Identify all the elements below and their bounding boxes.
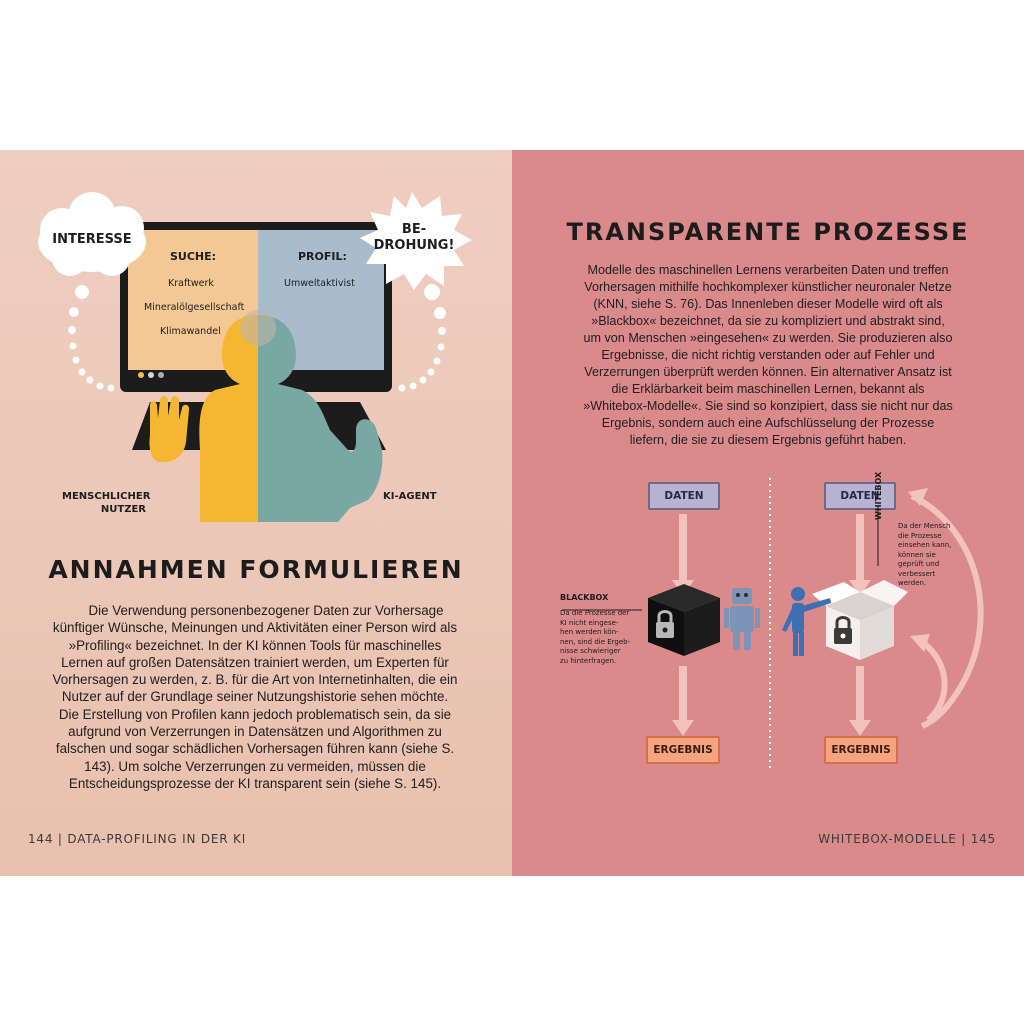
right-body-paragraph: Modelle des maschinellen Lernens verarbe… [583,263,953,447]
thought-cloud-left [38,192,146,276]
label-human-line2: NUTZER [100,504,146,515]
blackbox-whitebox-diagram [562,478,984,770]
arrow-head [849,580,871,596]
blackbox-note-line: hen werden kön- [560,628,619,636]
feedback-arrowhead-inner [910,634,930,652]
screen-profile-heading: PROFIL: [298,250,347,263]
screen-search-heading: SUCHE: [170,250,217,263]
whitebox-flap [860,580,908,606]
whitebox-note-line: einsehen kann, [898,541,952,549]
burst-label-line1: BE- [401,222,427,237]
arrow-head [849,720,871,736]
screen-dot [148,372,154,378]
pointing-person-icon [782,587,831,656]
screen-profile-item: Umweltaktivist [284,278,355,289]
blackbox-note-line: nisse schwieriger [560,647,621,655]
whitebox-note-line: verbessert [898,569,936,578]
human-user-figure [199,315,258,522]
left-page-body: Die Verwendung personenbezogener Daten z… [50,602,460,792]
feedback-arrow-inner [920,639,948,723]
human-hand [149,395,190,462]
ai-agent-figure [258,315,383,522]
threat-burst [360,192,472,290]
lock-icon [834,616,852,644]
whitebox-note: Da der Mensch die Prozesse einsehen kann… [898,522,968,589]
left-page-footer: 144 | DATA-PROFILING IN DER KI [28,832,247,846]
whitebox-title: WHITEBOX [874,471,883,520]
label-ai-agent: KI-AGENT [383,491,437,502]
left-page-title: ANNAHMEN FORMULIEREN [48,555,464,584]
blackbox-note-line: nen, sind die Ergeb- [560,637,631,646]
cloud-label-interesse: INTERESSE [52,232,132,247]
right-page-body: Modelle des maschinellen Lernens verarbe… [582,262,954,449]
arrow-shaft [679,514,687,586]
burst-label: BE- DROHUNG! [372,222,456,254]
whitebox-cube-right [860,606,894,660]
right-page: TRANSPARENTE PROZESSE Modelle des maschi… [512,150,1024,876]
lock-icon [656,610,674,638]
ai-agent-head-shadow [240,310,276,346]
whitebox-note-line: Da der Mensch [898,522,951,530]
whitebox-note-line: werden. [898,579,927,587]
robot-icon [724,588,760,650]
thought-dots-right [398,284,446,392]
screen-search-item: Kraftwerk [168,278,214,289]
arrow-shaft [856,666,864,726]
arrow-shaft [679,666,687,726]
blackbox-title: BLACKBOX [560,593,609,602]
whitebox-note-line: geprüft und [898,560,940,568]
right-page-title: TRANSPARENTE PROZESSE [566,218,970,246]
feedback-arrowhead-outer [908,488,928,506]
profiling-illustration [38,192,472,522]
ergebnis-box-right: ERGEBNIS [824,736,898,764]
burst-label-line2: DROHUNG! [373,238,455,253]
daten-box-left: DATEN [648,482,720,510]
label-human-line1: MENSCHLICHER [62,491,151,502]
blackbox-note-line: KI nicht eingese- [560,618,619,627]
thought-dots-left [68,285,115,392]
blackbox-note-line: zu hinterfragen. [560,656,617,665]
blackbox-note-line: Da die Prozesse der [560,609,630,617]
screen-search-item: Mineralölgesellschaft [144,302,245,313]
whitebox-note-line: können sie [898,550,936,559]
screen-dot [158,372,164,378]
screen-search-item: Klimawandel [160,326,221,337]
blackbox-cube-right [684,598,720,656]
whitebox-note-line: die Prozesse [898,531,942,540]
arrow-shaft [856,514,864,586]
screen-dot [138,372,144,378]
left-page: INTERESSE BE- DROHUNG! SUCHE: Kraftwerk … [0,150,512,876]
label-human-user: MENSCHLICHER NUTZER [62,490,151,516]
ergebnis-box-left: ERGEBNIS [646,736,720,764]
right-page-footer: WHITEBOX-MODELLE | 145 [818,832,996,846]
blackbox-note: Da die Prozesse der KI nicht eingese- he… [560,609,642,666]
daten-box-right: DATEN [824,482,896,510]
feedback-arrow-outer [910,493,984,729]
left-body-paragraph: Die Verwendung personenbezogener Daten z… [52,603,458,791]
arrow-head [672,720,694,736]
